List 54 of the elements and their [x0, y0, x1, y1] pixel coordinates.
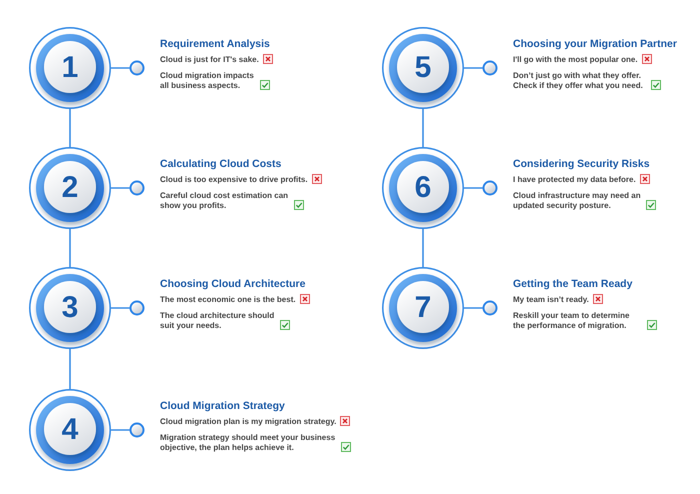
step-number: 1: [62, 53, 78, 83]
statement-text: Don’t just go with what they offer. Check if they offer what you need.: [513, 71, 644, 91]
knob-icon: [128, 59, 146, 77]
step-heading: Cloud Migration Strategy: [160, 399, 286, 413]
step-heading: Considering Security Risks: [513, 157, 651, 171]
connector-line: [69, 229, 71, 267]
statement-text: I have protected my data before.: [513, 175, 636, 185]
statement-text: Cloud infrastructure may need an updated security posture.: [513, 191, 642, 211]
knob-icon: [481, 299, 499, 317]
knob-icon: [481, 59, 499, 77]
step-number: 6: [414, 173, 432, 203]
step-circle: [28, 266, 112, 350]
knob-icon: [128, 299, 146, 317]
step-heading: Requirement Analysis: [160, 37, 271, 51]
connector-line: [422, 109, 424, 147]
step-heading: Choosing your Migration Partner: [513, 37, 677, 51]
statement-text: My team isn’t ready.: [513, 295, 589, 305]
statement-text: Migration strategy should meet your business objective, the plan helps achieve it.: [160, 433, 336, 453]
connector-line: [464, 67, 482, 69]
statement-text: I'll go with the most popular one.: [513, 55, 638, 65]
connector-line: [69, 349, 71, 389]
knob-icon: [481, 179, 499, 197]
knob-icon: [128, 421, 146, 439]
step-heading: Getting the Team Ready: [513, 277, 634, 291]
statement-text: The cloud architecture should suit your needs.: [160, 311, 276, 331]
step-circle: [28, 388, 112, 472]
statement-text: Reskill your team to determine the performance of migration.: [513, 311, 630, 331]
statement-text: Cloud is too expensive to drive profits.: [160, 175, 308, 185]
connector-line: [69, 109, 71, 147]
step-circle: [381, 146, 465, 230]
step-number: 3: [62, 293, 78, 323]
connector-line: [111, 67, 130, 69]
connector-line: [111, 429, 130, 431]
step-number: 5: [414, 53, 432, 83]
step-number: 2: [62, 173, 78, 203]
step-circle: [381, 26, 465, 110]
step-circle: [381, 266, 465, 350]
connector-line: [111, 307, 130, 309]
step-number: 7: [414, 293, 432, 323]
step-circle: [28, 26, 112, 110]
connector-line: [464, 187, 482, 189]
step-heading: Calculating Cloud Costs: [160, 157, 282, 171]
connector-line: [422, 229, 424, 267]
step-circle: [28, 146, 112, 230]
statement-text: Cloud is just for IT's sake.: [160, 55, 259, 65]
connector-line: [111, 187, 130, 189]
statement-text: Careful cloud cost estimation can show you profits.: [160, 191, 290, 211]
connector-line: [464, 307, 482, 309]
step-number: 4: [62, 415, 78, 445]
statement-text: The most economic one is the best.: [160, 295, 296, 305]
statement-text: Cloud migration plan is my migration strategy.: [160, 417, 336, 427]
step-heading: Choosing Cloud Architecture: [160, 277, 306, 291]
knob-icon: [128, 179, 146, 197]
statement-text: Cloud migration impacts all business aspects.: [160, 71, 255, 91]
